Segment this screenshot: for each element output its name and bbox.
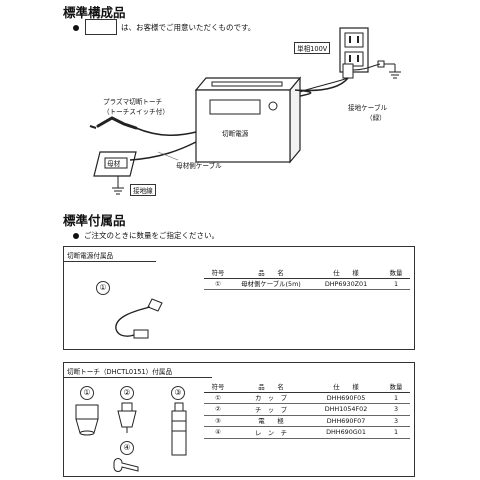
torch-accessories-table: 符号 品 名 仕 様 数量 ① カ ッ プ DHH690F05 1 ② チ ッ … <box>204 381 410 439</box>
table-cell: 母材側ケーブル(5m) <box>232 278 310 290</box>
electrode-icon <box>171 402 187 456</box>
column-header: 符号 <box>204 381 232 393</box>
table-cell: ④ <box>204 426 232 439</box>
table-row: ③ 電 極 DHH690F07 3 <box>204 415 410 427</box>
title-underline <box>64 261 156 262</box>
base-cable-icon <box>115 298 163 339</box>
base-material-label: 母材 <box>107 160 121 168</box>
column-header: 数量 <box>382 381 410 393</box>
table-cell: レ ン チ <box>232 426 310 439</box>
column-header: 品 名 <box>232 267 310 279</box>
earth-ground-icon <box>389 71 401 79</box>
ground-cable-sub-label: （緑） <box>366 114 386 122</box>
ground-cable-label: 接地ケーブル <box>348 104 388 112</box>
power-accessories-box: 切断電源付属品 ① 符号 品 名 仕 様 数量 ① 母材側ケーブル(5m) DH… <box>63 246 415 350</box>
user-supplied-legend-box <box>85 19 117 35</box>
bullet-dot <box>73 233 79 239</box>
item-marker-2: ② <box>120 386 134 400</box>
table-cell: ① <box>204 392 232 404</box>
plug-icon <box>294 60 396 92</box>
table-cell: DHH690F07 <box>310 415 382 427</box>
section-title-standard-components: 標準構成品 <box>63 5 126 20</box>
table-cell: DHH1054F02 <box>310 403 382 416</box>
torch-accessories-box: 切断トーチ（DHCTL0151）付属品 ① ② ③ ④ 符号 品 名 仕 様 数… <box>63 362 415 477</box>
table-cell: ① <box>204 278 232 290</box>
table-cell: 1 <box>382 392 410 404</box>
column-header: 仕 様 <box>310 381 382 393</box>
table-cell: 1 <box>382 278 410 290</box>
power-accessories-table: 符号 品 名 仕 様 数量 ① 母材側ケーブル(5m) DHP6930Z01 1 <box>204 267 410 290</box>
plasma-torch-icon <box>89 116 197 136</box>
table-cell: ② <box>204 403 232 416</box>
section-title-standard-accessories: 標準付属品 <box>63 213 126 228</box>
title-underline <box>64 377 212 378</box>
torch-sub-label: （トーチスイッチ付） <box>103 108 169 116</box>
plate-earth-ground-icon <box>112 187 124 195</box>
table-row: ④ レ ン チ DHH690G01 1 <box>204 426 410 439</box>
base-material-plate <box>93 141 197 177</box>
column-header: 品 名 <box>232 381 310 393</box>
bullet-dot <box>73 25 79 31</box>
table-cell: 1 <box>382 426 410 439</box>
item-marker-4: ④ <box>120 441 134 455</box>
order-note: ご注文のときに数量をご指定ください。 <box>84 231 219 240</box>
item-marker-3: ③ <box>171 386 185 400</box>
system-diagram <box>89 27 401 195</box>
user-supplied-note: は、お客様でご用意いただくものです。 <box>121 23 256 32</box>
table-row: ② チ ッ プ DHH1054F02 3 <box>204 403 410 416</box>
column-header: 符号 <box>204 267 232 279</box>
table-cell: カ ッ プ <box>232 392 310 404</box>
torch-accessories-title: 切断トーチ（DHCTL0151）付属品 <box>67 368 173 376</box>
tip-icon <box>117 402 137 433</box>
table-row: ① カ ッ プ DHH690F05 1 <box>204 392 410 404</box>
cutting-power-unit <box>194 76 302 164</box>
table-cell: DHH690G01 <box>310 426 382 439</box>
table-cell: DHP6930Z01 <box>310 278 382 290</box>
torch-label: プラズマ切断トーチ <box>103 98 163 106</box>
power-label: 単相100V <box>294 42 331 54</box>
table-cell: DHH690F05 <box>310 392 382 404</box>
power-unit-label: 切断電源 <box>222 130 249 138</box>
table-cell: 3 <box>382 415 410 427</box>
column-header: 数量 <box>382 267 410 279</box>
item-marker-1: ① <box>96 281 110 295</box>
table-cell: ③ <box>204 415 232 427</box>
table-row: ① 母材側ケーブル(5m) DHP6930Z01 1 <box>204 278 410 290</box>
item-marker-1: ① <box>80 386 94 400</box>
power-accessories-title: 切断電源付属品 <box>67 252 114 260</box>
table-cell: 電 極 <box>232 415 310 427</box>
ground-wire-label: 接地線 <box>130 184 156 196</box>
table-cell: 3 <box>382 403 410 416</box>
column-header: 仕 様 <box>310 267 382 279</box>
base-cable-label: 母材側ケーブル <box>176 162 222 170</box>
table-cell: チ ッ プ <box>232 403 310 416</box>
cup-icon <box>75 404 99 436</box>
wrench-icon <box>113 458 139 472</box>
